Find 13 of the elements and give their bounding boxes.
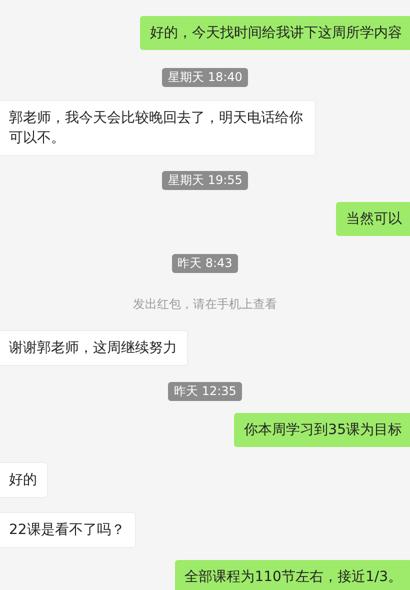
timestamp-pill: 昨天 12:35 [168,382,242,401]
timestamp-pill: 昨天 8:43 [172,254,238,273]
timestamp-pill: 星期天 18:40 [162,68,248,87]
chat-bubble: 当然可以 [336,202,410,236]
chat-bubble: 谢谢郭老师，这周继续努力 [0,330,188,366]
system-notice: 发出红包，请在手机上查看 [133,296,277,313]
chat-bubble: 好的 [0,462,48,498]
chat-bubble: 你本周学习到35课为目标 [234,413,410,447]
chat-bubble: 全部课程为110节左右，接近1/3。 [174,560,410,590]
timestamp-pill: 星期天 19:55 [162,171,248,190]
chat-bubble: 郭老师，我今天会比较晚回去了，明天电话给你可以不。 [0,100,316,156]
chat-bubble: 好的，今天找时间给我讲下这周所学内容 [140,16,410,50]
chat-bubble: 22课是看不了吗？ [0,512,136,548]
